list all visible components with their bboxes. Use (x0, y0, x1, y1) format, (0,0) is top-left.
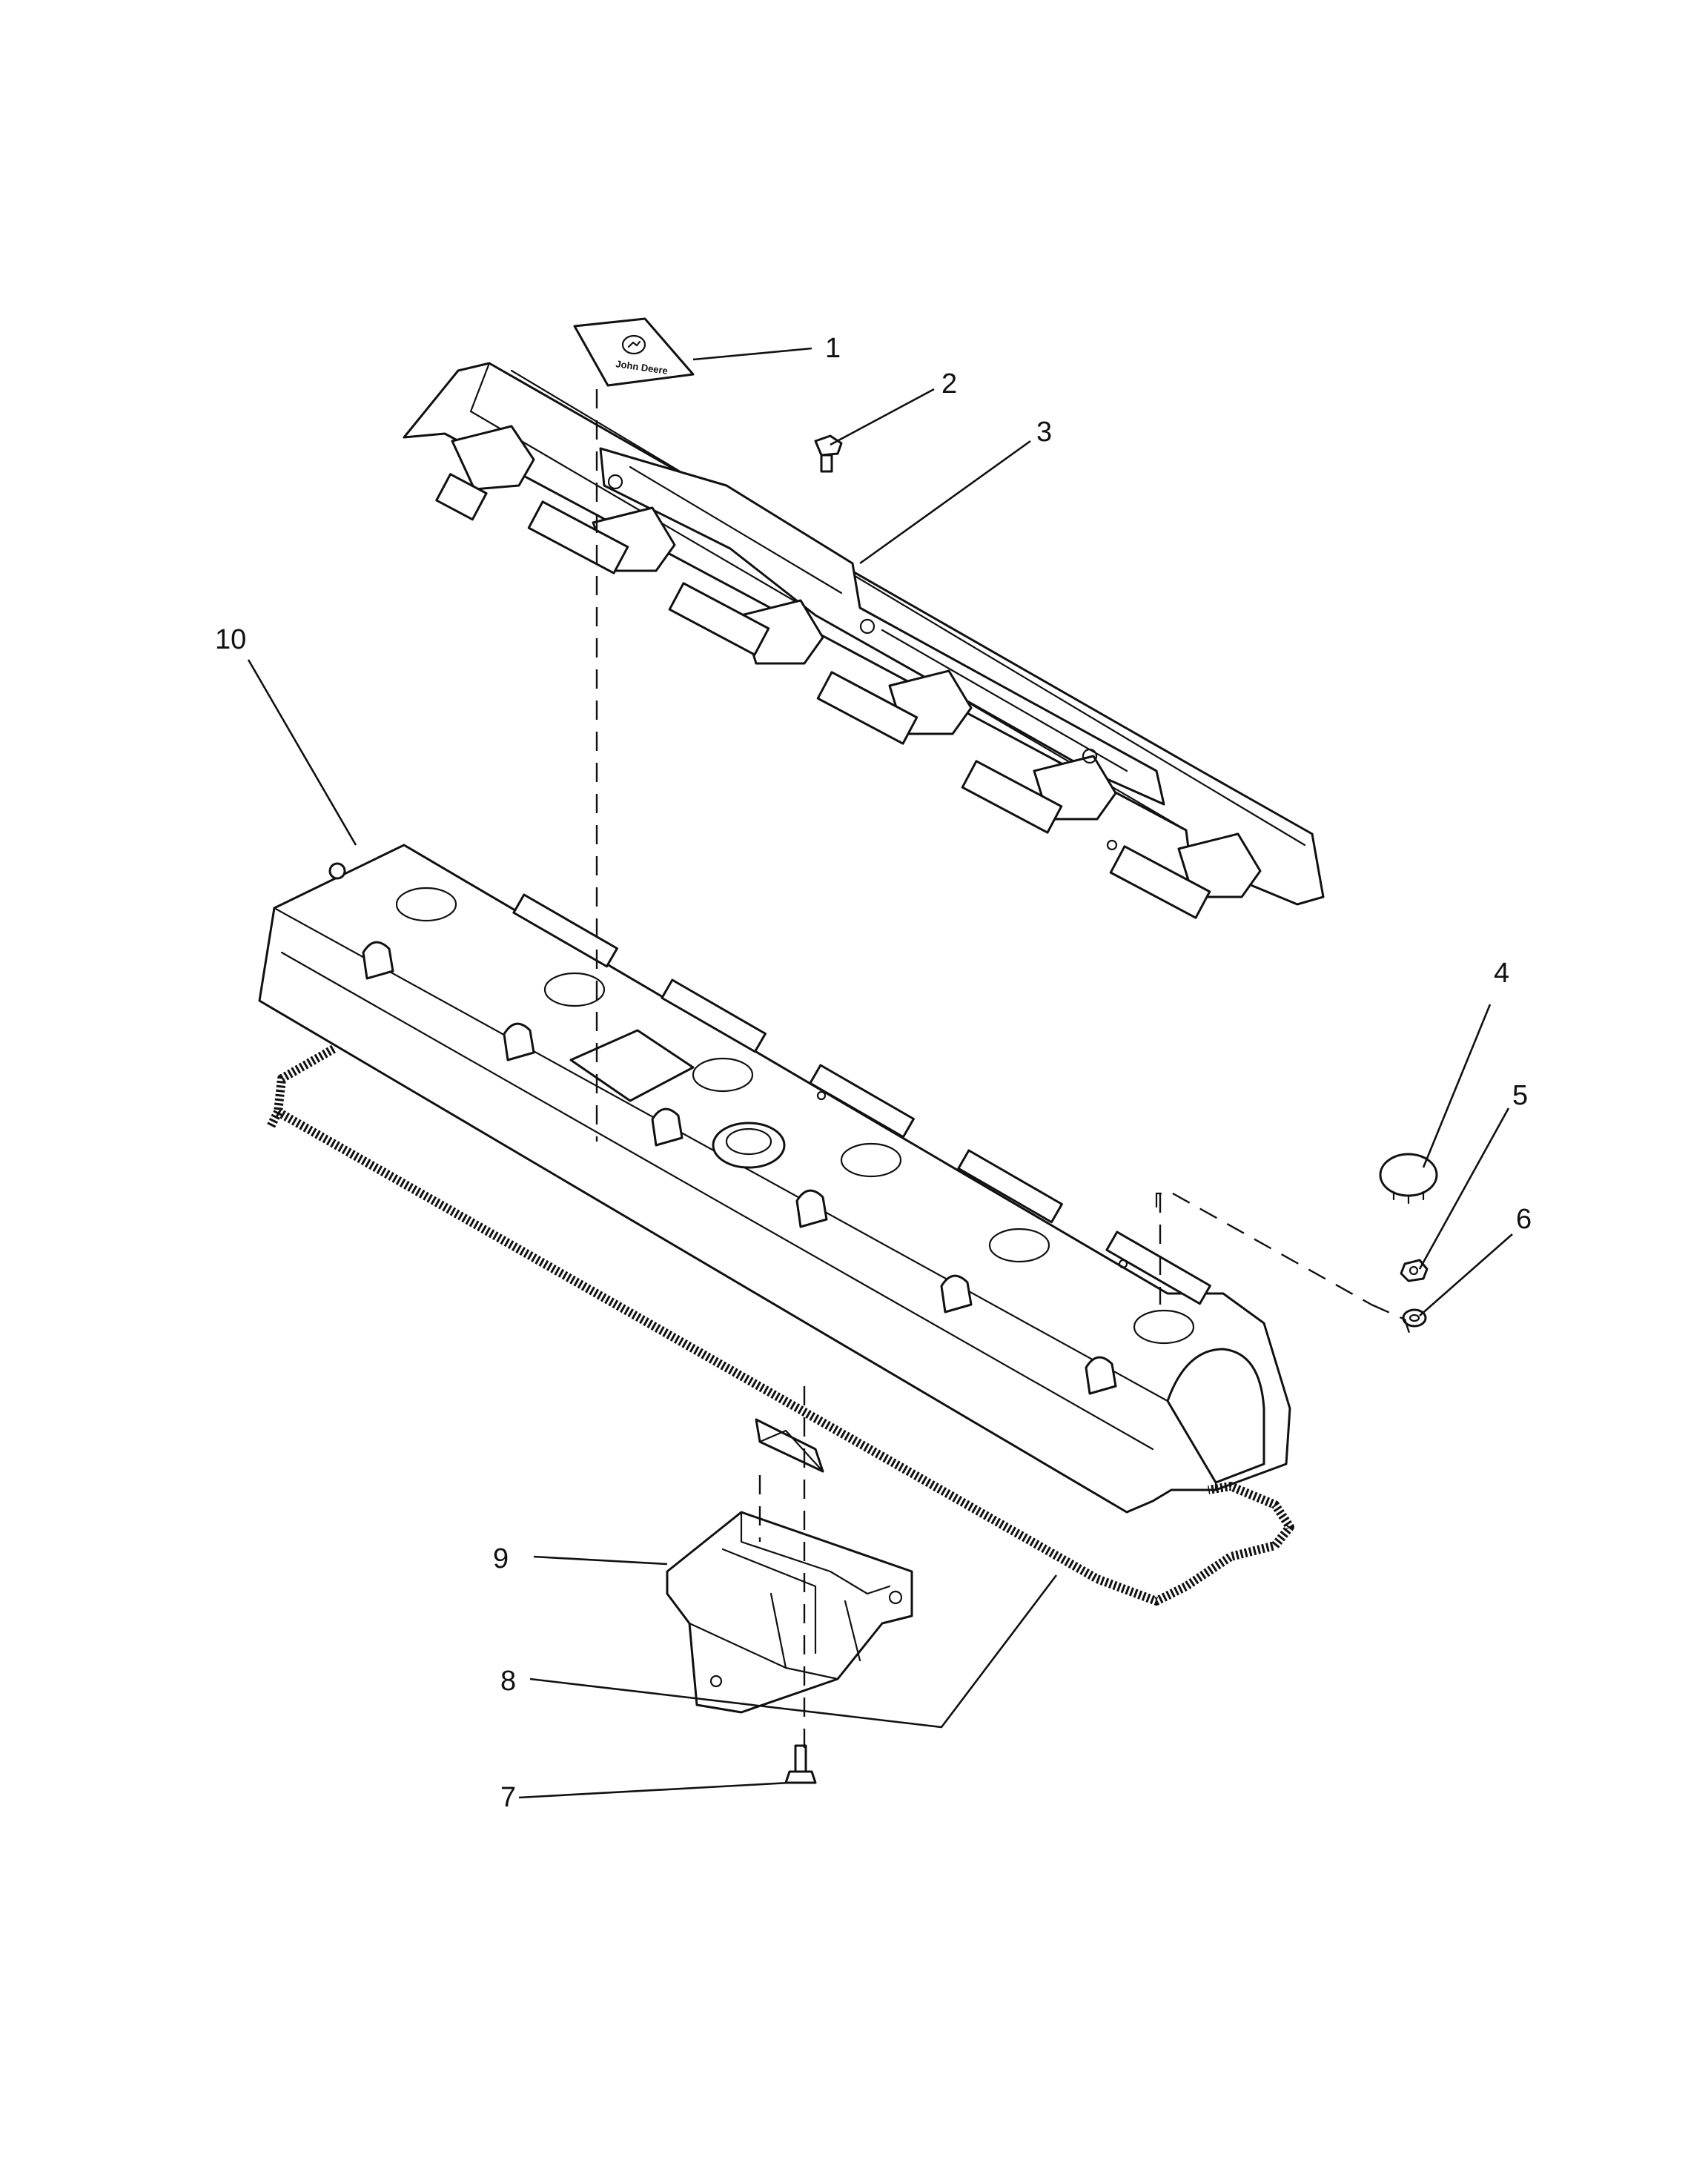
callout-labels: 1 2 3 4 5 6 7 8 9 10 (215, 333, 1532, 1813)
callout-3: 3 (1036, 417, 1052, 448)
cover-gasket (266, 1044, 1294, 1606)
callout-6: 6 (1516, 1204, 1532, 1235)
flange-nut (1400, 1259, 1429, 1282)
callout-10: 10 (215, 624, 246, 655)
callout-7: 7 (500, 1782, 516, 1813)
plug (1379, 1153, 1438, 1205)
bracket (666, 1511, 913, 1714)
flange-screw (814, 434, 843, 473)
valve-cover (258, 844, 1291, 1514)
callout-1: 1 (825, 333, 841, 364)
callout-8: 8 (500, 1666, 516, 1697)
callout-9: 9 (493, 1543, 509, 1574)
callout-5: 5 (1512, 1080, 1528, 1111)
shim-piece (755, 1418, 824, 1473)
cap-screw (784, 1744, 817, 1784)
callout-2: 2 (941, 368, 957, 400)
leader-lines (247, 347, 1513, 1799)
assembly-lines (595, 389, 1414, 1749)
upper-shield-cover (403, 362, 1325, 919)
deer-logo-icon (621, 334, 646, 355)
decal: John Deere (573, 317, 695, 387)
callout-4: 4 (1494, 958, 1509, 989)
